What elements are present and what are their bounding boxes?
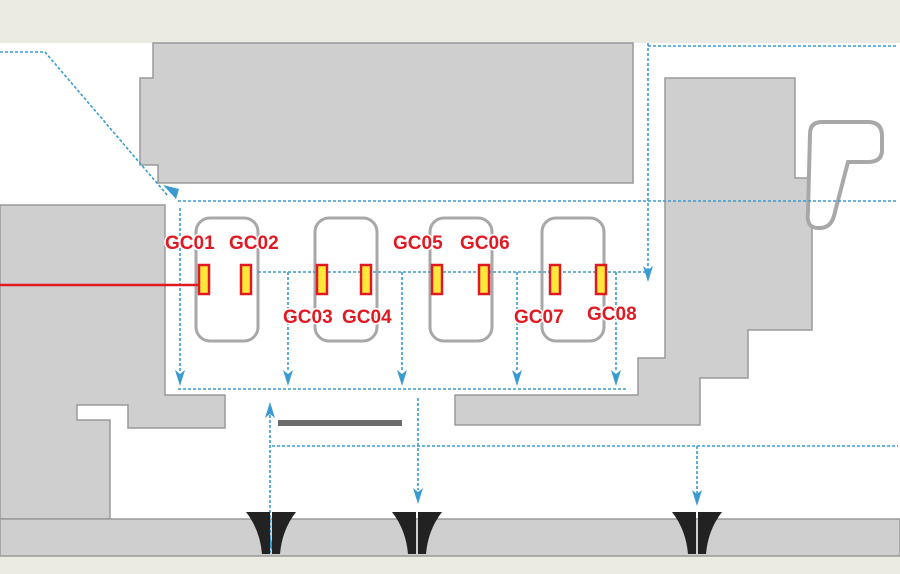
- down-arrow-icon: [413, 488, 423, 504]
- up-arrow-icon: [265, 402, 275, 418]
- gate-label-gc07: GC07: [514, 307, 564, 328]
- gate-marker-gc07: [548, 263, 562, 296]
- gate-marker-gc08: [594, 263, 608, 296]
- gate-labels: GC01 GC02 GC03 GC04 GC05 GC06 GC07 GC08: [164, 232, 639, 330]
- gate-marker-gc04: [359, 263, 373, 296]
- building-top: [139, 42, 634, 184]
- down-arrow-icon: [175, 370, 185, 386]
- gate-label-gc01: GC01: [165, 233, 215, 254]
- flow-arrows: [163, 185, 702, 552]
- gate-marker-gc02: [239, 263, 253, 296]
- gate-marker-gc05: [430, 263, 444, 296]
- kiosk-outline: [805, 120, 884, 230]
- entrance-doors-icon: [672, 512, 722, 554]
- down-arrow-icon: [163, 185, 179, 199]
- down-arrow-icon: [643, 266, 653, 282]
- gate-marker-gc01: [197, 263, 211, 296]
- entrance-doors-icon: [246, 512, 296, 554]
- down-arrow-icon: [512, 370, 522, 386]
- flow-lines: [0, 43, 898, 553]
- island-1: [194, 216, 260, 343]
- gate-label-gc04: GC04: [342, 307, 392, 328]
- gate-markers: [197, 263, 608, 296]
- road-band: [0, 518, 900, 557]
- down-arrow-icon: [283, 370, 293, 386]
- building-right: [454, 77, 813, 426]
- gate-label-gc05: GC05: [393, 233, 443, 254]
- gate-label-gc08: GC08: [587, 304, 637, 325]
- barrier-bar: [278, 420, 402, 426]
- island-3: [428, 216, 494, 343]
- gate-label-gc03: GC03: [283, 307, 333, 328]
- entrance-doors-icon: [392, 512, 442, 554]
- gate-marker-gc03: [315, 263, 329, 296]
- flow-path-top-left: [0, 51, 169, 197]
- down-arrow-icon: [397, 370, 407, 386]
- gate-label-gc02: GC02: [229, 233, 279, 254]
- gate-label-gc06: GC06: [460, 233, 510, 254]
- gate-marker-gc06: [477, 263, 491, 296]
- island-2: [313, 216, 379, 343]
- down-arrow-icon: [692, 490, 702, 506]
- down-arrow-icon: [611, 370, 621, 386]
